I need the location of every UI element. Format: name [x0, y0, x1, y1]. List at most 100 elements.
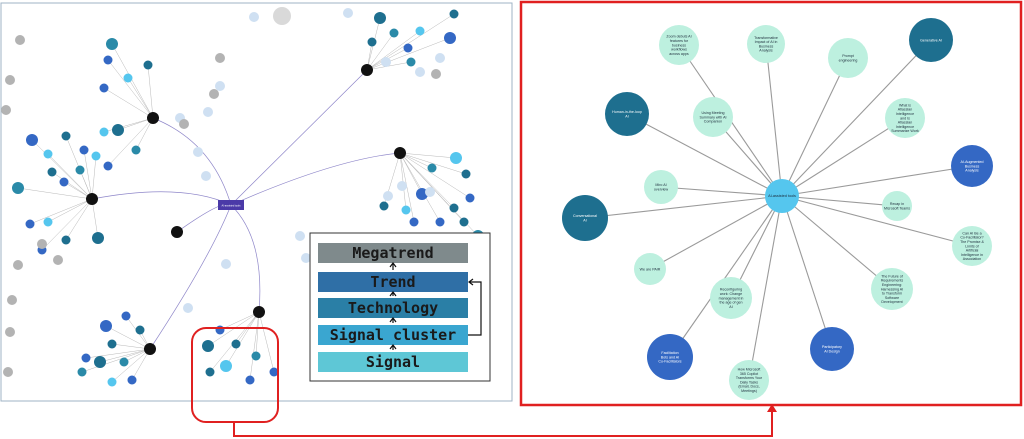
overview-node[interactable]: [415, 26, 425, 36]
overview-node[interactable]: [435, 217, 445, 227]
overview-node[interactable]: [92, 232, 104, 244]
overview-node[interactable]: [81, 353, 91, 363]
overview-node[interactable]: [449, 9, 459, 19]
overview-node[interactable]: [183, 303, 193, 313]
overview-node[interactable]: [127, 375, 137, 385]
overview-node[interactable]: [450, 152, 462, 164]
overview-node[interactable]: [135, 325, 145, 335]
overview-node[interactable]: [245, 375, 255, 385]
overview-node[interactable]: [249, 12, 259, 22]
overview-node[interactable]: [416, 188, 428, 200]
overview-node[interactable]: [106, 38, 118, 50]
overview-node[interactable]: [431, 69, 441, 79]
overview-node[interactable]: [107, 339, 117, 349]
overview-node[interactable]: [99, 127, 109, 137]
overview-node[interactable]: [251, 351, 261, 361]
overview-node[interactable]: [13, 260, 23, 270]
overview-node[interactable]: [43, 217, 53, 227]
overview-node[interactable]: [425, 187, 435, 197]
overview-node[interactable]: [202, 340, 214, 352]
overview-node[interactable]: [121, 311, 131, 321]
overview-node[interactable]: [3, 367, 13, 377]
overview-node[interactable]: [459, 217, 469, 227]
overview-node[interactable]: [26, 134, 38, 146]
overview-node[interactable]: [47, 167, 57, 177]
overview-node[interactable]: [103, 55, 113, 65]
overview-node[interactable]: [389, 28, 399, 38]
overview-node[interactable]: [273, 7, 291, 25]
overview-node[interactable]: [79, 145, 89, 155]
overview-central-node[interactable]: AI-assisted tools: [218, 200, 244, 210]
overview-node[interactable]: [397, 181, 407, 191]
overview-node[interactable]: [465, 193, 475, 203]
overview-node[interactable]: [406, 57, 416, 67]
overview-node[interactable]: [143, 60, 153, 70]
overview-node[interactable]: [1, 105, 11, 115]
overview-node[interactable]: [403, 43, 413, 53]
overview-hub-node[interactable]: [361, 64, 373, 76]
overview-node[interactable]: [107, 377, 117, 387]
detail-node-weare[interactable]: We are PAIR: [634, 253, 666, 285]
overview-node[interactable]: [343, 8, 353, 18]
overview-node[interactable]: [379, 201, 389, 211]
overview-node[interactable]: [5, 75, 15, 85]
overview-node[interactable]: [61, 235, 71, 245]
overview-node[interactable]: [221, 259, 231, 269]
overview-node[interactable]: [193, 147, 203, 157]
overview-node[interactable]: [131, 145, 141, 155]
overview-node[interactable]: [205, 367, 215, 377]
overview-hub-node[interactable]: [144, 343, 156, 355]
overview-node[interactable]: [37, 239, 47, 249]
overview-hub-node[interactable]: [86, 193, 98, 205]
overview-node[interactable]: [209, 89, 219, 99]
overview-hub-node[interactable]: [394, 147, 406, 159]
overview-node[interactable]: [7, 295, 17, 305]
overview-node[interactable]: [99, 83, 109, 93]
detail-node-futurereq[interactable]: The Future ofRequirementsEngineering:Har…: [871, 268, 913, 310]
overview-node[interactable]: [179, 119, 189, 129]
overview-node[interactable]: [103, 161, 113, 171]
overview-node[interactable]: [449, 203, 459, 213]
overview-node[interactable]: [215, 53, 225, 63]
overview-node[interactable]: [12, 182, 24, 194]
overview-node[interactable]: [112, 124, 124, 136]
overview-node[interactable]: [215, 81, 225, 91]
overview-node[interactable]: [201, 171, 211, 181]
detail-node-genai[interactable]: Generative AI: [909, 18, 953, 62]
overview-node[interactable]: [15, 35, 25, 45]
overview-node[interactable]: [381, 57, 391, 67]
overview-node[interactable]: [435, 53, 445, 63]
overview-node[interactable]: [77, 367, 87, 377]
overview-node[interactable]: [215, 325, 225, 335]
overview-node[interactable]: [427, 163, 437, 173]
detail-node-cofacilitator[interactable]: Can AI Be aCo-Facilitator?The Promise &L…: [952, 226, 992, 266]
overview-node[interactable]: [401, 205, 411, 215]
overview-node[interactable]: [461, 169, 471, 179]
overview-node[interactable]: [91, 151, 101, 161]
overview-hub-node[interactable]: [171, 226, 183, 238]
overview-node[interactable]: [61, 131, 71, 141]
overview-node[interactable]: [5, 327, 15, 337]
overview-node[interactable]: [409, 217, 419, 227]
overview-node[interactable]: [231, 339, 241, 349]
overview-node[interactable]: [374, 12, 386, 24]
overview-node[interactable]: [59, 177, 69, 187]
overview-node[interactable]: [203, 107, 213, 117]
overview-node[interactable]: [301, 253, 311, 263]
overview-node[interactable]: [75, 165, 85, 175]
detail-center-node[interactable]: AI-assisted tools: [765, 179, 799, 213]
overview-node[interactable]: [94, 356, 106, 368]
overview-node[interactable]: [269, 367, 279, 377]
